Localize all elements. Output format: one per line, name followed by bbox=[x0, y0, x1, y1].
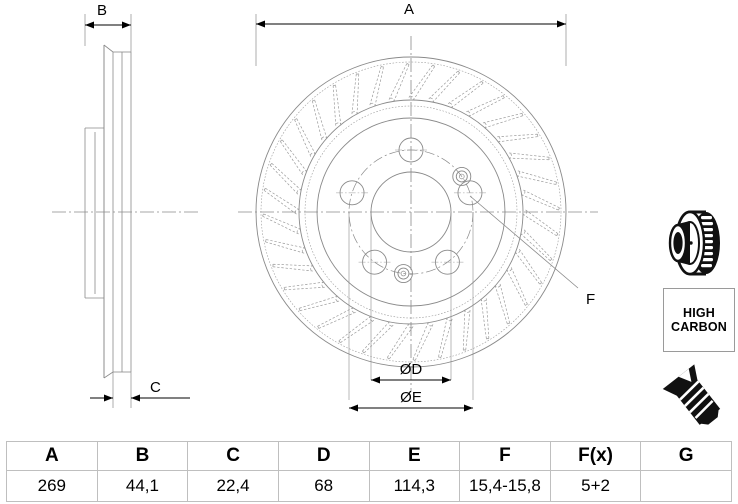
table-value-d: 68 bbox=[277, 470, 370, 502]
table-header-g: G bbox=[640, 441, 732, 471]
hat-flange-circle bbox=[316, 117, 506, 307]
badge-line-1: HIGH bbox=[682, 306, 716, 320]
brake-disc-3d-icon bbox=[668, 210, 720, 276]
table-value-row: 269 44,1 22,4 68 114,3 15,4-15,8 5+2 bbox=[6, 470, 732, 502]
locating-hole bbox=[455, 170, 468, 183]
table-value-fx: 5+2 bbox=[549, 470, 642, 502]
high-carbon-badge: HIGH CARBON bbox=[663, 288, 735, 352]
table-value-b: 44,1 bbox=[96, 470, 189, 502]
cooling-vane bbox=[369, 65, 385, 107]
cooling-vane bbox=[516, 170, 558, 186]
locating-hole bbox=[459, 173, 465, 180]
table-header-fx: F(x) bbox=[549, 441, 642, 471]
table-header-f: F bbox=[459, 441, 551, 471]
table-header-e: E bbox=[368, 441, 461, 471]
cooling-vane bbox=[269, 162, 302, 195]
icon-column: HIGH CARBON bbox=[655, 205, 738, 430]
leader-line-F bbox=[469, 195, 579, 289]
cooling-vane bbox=[298, 295, 340, 312]
cooling-vane bbox=[514, 248, 543, 286]
cooling-vane bbox=[261, 213, 301, 235]
cooling-vane bbox=[388, 62, 410, 102]
cooling-vane bbox=[462, 309, 471, 352]
cooling-vane bbox=[428, 70, 461, 103]
cooling-vane bbox=[508, 152, 551, 161]
cooling-vane bbox=[262, 187, 300, 215]
locating-hole bbox=[393, 264, 413, 283]
countersunk-screw-icon bbox=[662, 364, 721, 425]
cooling-vane bbox=[264, 238, 306, 254]
dimension-label-F: F bbox=[586, 291, 595, 308]
table-value-c: 22,4 bbox=[187, 470, 279, 502]
table-value-a: 269 bbox=[6, 470, 98, 502]
cooling-vane bbox=[506, 267, 529, 307]
badge-line-2: CARBON bbox=[670, 320, 728, 334]
table-value-e: 114,3 bbox=[368, 470, 461, 502]
cooling-vane bbox=[437, 317, 453, 359]
cooling-vane bbox=[316, 307, 356, 330]
dimension-label-C: C bbox=[150, 379, 161, 396]
cooling-vane bbox=[293, 117, 316, 157]
table-value-f: 15,4-15,8 bbox=[459, 470, 551, 502]
dimension-label-B: B bbox=[97, 2, 107, 19]
cooling-vane bbox=[480, 298, 490, 340]
cooling-vane bbox=[520, 229, 553, 262]
cooling-vane bbox=[521, 189, 561, 211]
table-header-c: C bbox=[187, 441, 279, 471]
cooling-vane bbox=[283, 281, 325, 291]
cooling-vane bbox=[386, 323, 414, 361]
table-value-g bbox=[640, 470, 732, 502]
cooling-vane bbox=[466, 94, 506, 117]
cooling-vane bbox=[279, 138, 308, 176]
dimension-label-D: ØD bbox=[400, 361, 423, 378]
table-header-row: A B C D E F F(x) G bbox=[6, 441, 732, 471]
table-header-d: D bbox=[277, 441, 370, 471]
brake-disc-drawing: B C A bbox=[52, 1, 598, 412]
cooling-vane bbox=[332, 84, 342, 126]
bolt-holes bbox=[336, 137, 486, 283]
dimension-label-A: A bbox=[404, 1, 414, 18]
side-section-view: B C bbox=[52, 2, 200, 408]
cooling-vane bbox=[337, 315, 375, 344]
table-header-b: B bbox=[96, 441, 189, 471]
cooling-vane bbox=[447, 80, 485, 109]
specification-table: A B C D E F F(x) G 269 44,1 22,4 68 114,… bbox=[6, 441, 732, 502]
disc-outer-circle bbox=[255, 56, 567, 368]
friction-ring-inner-circle bbox=[298, 99, 524, 325]
locating-hole bbox=[400, 270, 407, 277]
cooling-vane bbox=[412, 322, 434, 362]
cooling-vane bbox=[361, 321, 394, 354]
cooling-vane bbox=[497, 133, 539, 143]
cooling-vanes bbox=[261, 62, 561, 362]
face-view: A F bbox=[238, 1, 598, 412]
cooling-vane bbox=[271, 263, 314, 272]
locating-hole bbox=[397, 267, 410, 280]
locating-hole bbox=[452, 166, 472, 186]
cooling-vane bbox=[408, 63, 436, 101]
cooling-vane bbox=[351, 72, 360, 115]
dimension-label-E: ØE bbox=[400, 389, 422, 406]
cooling-vane bbox=[494, 283, 511, 325]
cooling-vane bbox=[482, 112, 524, 129]
cooling-vane bbox=[311, 99, 328, 141]
table-header-a: A bbox=[6, 441, 98, 471]
cooling-vane bbox=[522, 209, 560, 237]
